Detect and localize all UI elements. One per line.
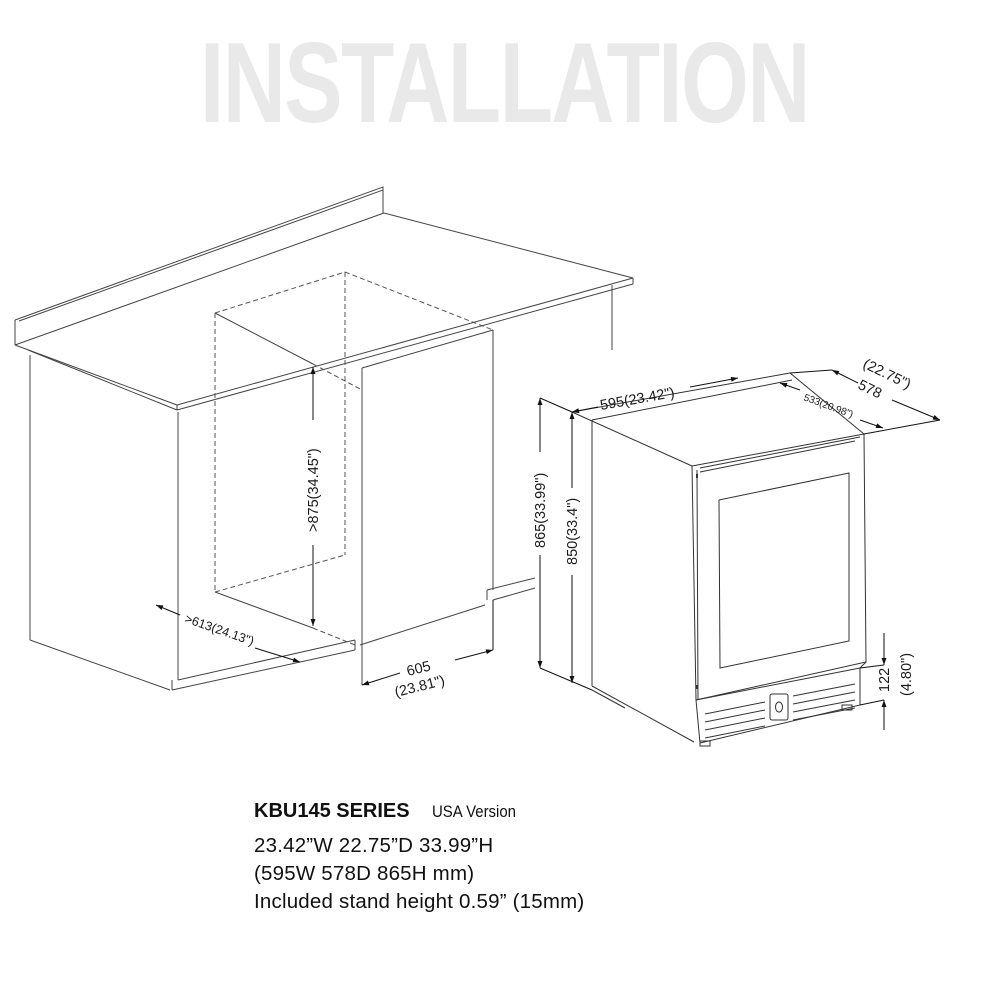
page-title: INSTALLATION [200, 18, 810, 147]
dimensions-inches: 23.42”W 22.75”D 33.99”H [254, 834, 494, 857]
product-info: KBU145 SERIES USA Version 23.42”W 22.75”… [254, 800, 584, 916]
appliance-width-label: 595(23.42") [599, 385, 676, 414]
cabinet-width-in-label: (23.81") [393, 673, 446, 701]
appliance-dimensions [537, 369, 941, 730]
hinge-marks [696, 474, 698, 689]
appliance-depth-total-mm-label: 578 [855, 377, 884, 402]
counter-cabinet [14, 186, 634, 691]
wine-cooler [571, 372, 867, 747]
appliance-height-total-label: 865(33.99") [533, 473, 549, 548]
cabinet-depth-label: >613(24.13") [183, 612, 256, 649]
opening-hidden-lines [214, 271, 494, 646]
cabinet-dimensions [155, 367, 494, 686]
stand-height: Included stand height 0.59” (15mm) [254, 890, 585, 913]
kick-height-mm-label: 122 [877, 668, 893, 692]
kick-height-in-label: (4.80") [899, 653, 915, 696]
appliance-depth-body-label: 533(20.98") [802, 392, 855, 420]
appliance-height-body-label: 850(33.4") [565, 498, 581, 565]
series-name: KBU145 SERIES [254, 800, 410, 822]
dimensions-mm: (595W 578D 865H mm) [254, 862, 475, 885]
version-label: USA Version [431, 802, 516, 821]
cabinet-width-mm-label: 605 [405, 659, 432, 680]
cabinet-height-label: >875(34.45") [306, 448, 322, 532]
